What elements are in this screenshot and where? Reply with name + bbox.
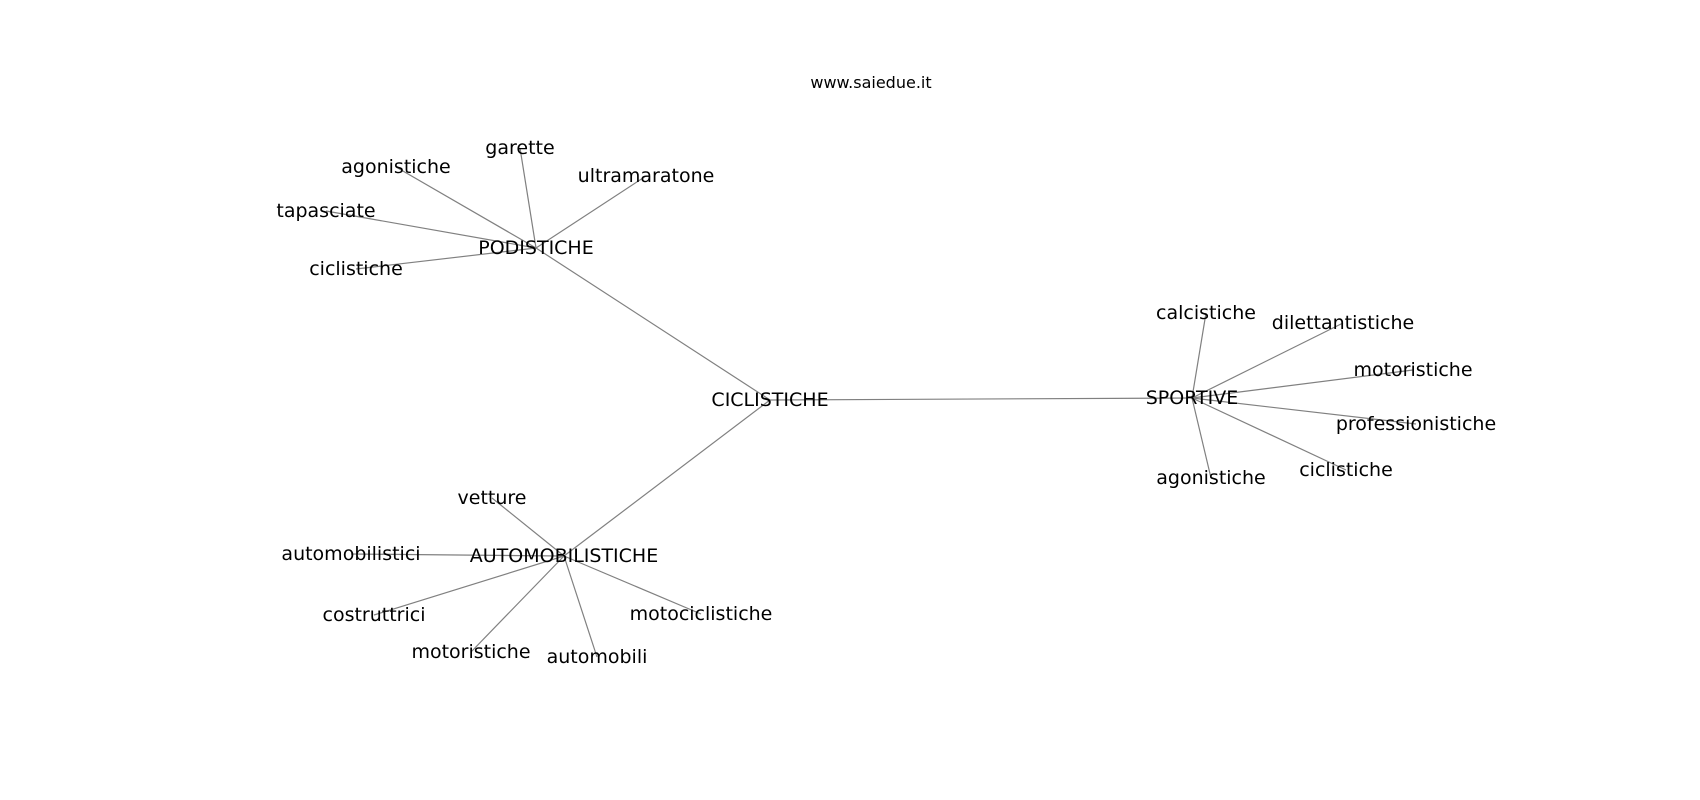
edge-hub-to-leaf — [1191, 397, 1347, 471]
edge-hub-to-leaf — [373, 555, 565, 616]
edge-hub-to-leaf — [325, 210, 537, 249]
edge-hub-to-leaf — [1191, 397, 1417, 425]
edge-hub-to-leaf — [1191, 369, 1414, 399]
edge-center-to-hub — [535, 247, 771, 401]
leaf-node: garette — [485, 137, 554, 159]
edge-hub-to-leaf — [1191, 312, 1207, 399]
leaf-node: ciclistiche — [309, 258, 403, 280]
diagram-labels: www.saiedue.it CICLISTICHE PODISTICHE gare… — [276, 73, 1496, 668]
leaf-node: ultramaratone — [578, 165, 715, 187]
edge-hub-to-leaf — [563, 555, 598, 658]
edge-hub-to-leaf — [395, 166, 537, 249]
leaf-node: professionistiche — [1336, 413, 1496, 435]
leaf-node: tapasciate — [276, 200, 375, 222]
edge-hub-to-leaf — [1191, 322, 1344, 399]
edge-hub-to-leaf — [563, 555, 702, 615]
edge-hub-to-leaf — [350, 553, 565, 557]
hub-node: PODISTICHE — [478, 237, 593, 259]
leaf-node: calcistiche — [1156, 302, 1256, 324]
diagram-edges — [325, 147, 1417, 658]
leaf-node: automobilistici — [281, 543, 420, 565]
center-node: CICLISTICHE — [711, 389, 828, 411]
leaf-node: motociclistiche — [630, 603, 773, 625]
edge-center-to-hub — [769, 397, 1193, 401]
edge-hub-to-leaf — [1191, 397, 1212, 479]
leaf-node: motoristiche — [411, 641, 530, 663]
leaf-node: automobili — [547, 646, 648, 668]
leaf-node: vetture — [458, 487, 527, 509]
edge-hub-to-leaf — [519, 147, 537, 249]
leaf-node: agonistiche — [341, 156, 450, 178]
edge-hub-to-leaf — [491, 497, 565, 557]
edge-hub-to-leaf — [535, 175, 647, 249]
leaf-node: dilettantistiche — [1272, 312, 1414, 334]
leaf-node: ciclistiche — [1299, 459, 1393, 481]
leaf-node: costruttrici — [323, 604, 426, 626]
hub-node: AUTOMOBILISTICHE — [470, 545, 658, 567]
leaf-node: motoristiche — [1353, 359, 1472, 381]
edge-hub-to-leaf — [470, 555, 565, 653]
edge-center-to-hub — [563, 399, 771, 557]
leaf-node: agonistiche — [1156, 467, 1265, 489]
edge-hub-to-leaf — [355, 247, 537, 270]
hub-node: SPORTIVE — [1146, 387, 1239, 409]
site-watermark: www.saiedue.it — [810, 73, 931, 92]
